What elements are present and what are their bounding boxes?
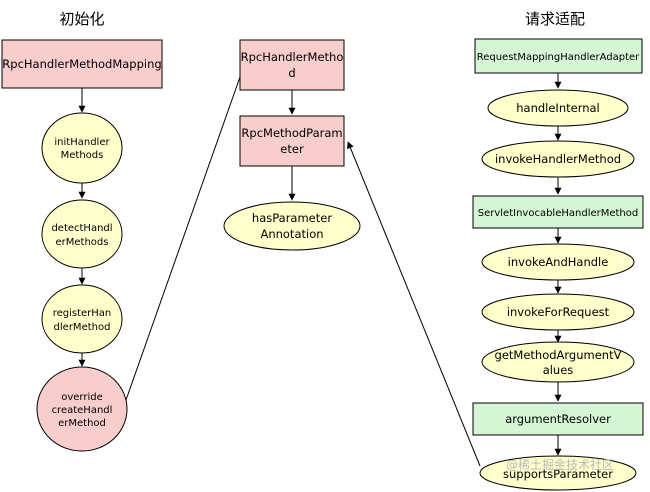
handle-internal-node: handleInternal (487, 89, 629, 127)
servlet-invocable-handler-method-node: ServletInvocableHandlerMethod (472, 195, 644, 229)
invoke-for-request-label: invokeForRequest (507, 305, 610, 319)
argument-resolver-node: argumentResolver (472, 402, 644, 436)
has-parameter-annotation-line-1: hasParameter (252, 211, 332, 225)
detect-handler-methods-node: detectHandl erMethods (41, 199, 123, 269)
override-line-2: createHandl (52, 405, 113, 416)
request-mapping-handler-adapter-node: RequestMappingHandlerAdapter (474, 38, 643, 74)
rpc-handler-method-mapping-label: RpcHandlerMethodMapping (2, 57, 161, 71)
get-method-argument-values-node: getMethodArgumentV alues (481, 341, 635, 383)
register-handler-method-node: registerHan dlerMethod (41, 284, 123, 354)
invoke-handler-method-label: invokeHandlerMethod (495, 152, 621, 166)
has-parameter-annotation-node: hasParameter Annotation (223, 201, 361, 251)
detect-handler-methods-line-1: detectHandl (51, 223, 112, 234)
init-heading: 初始化 (59, 10, 104, 28)
handle-internal-label: handleInternal (516, 101, 600, 115)
register-handler-method-line-2: dlerMethod (54, 322, 111, 333)
invoke-and-handle-node: invokeAndHandle (481, 243, 635, 281)
rpc-method-parameter-node: RpcMethodParam eter (239, 115, 345, 167)
init-handler-methods-node: initHandler Methods (41, 112, 123, 184)
invoke-and-handle-label: invokeAndHandle (508, 255, 609, 269)
rpc-handler-method-line-1: RpcHandlerMetho (241, 50, 344, 64)
override-line-3: erMethod (58, 418, 106, 429)
invoke-handler-method-node: invokeHandlerMethod (481, 140, 635, 178)
argument-resolver-label: argumentResolver (505, 412, 611, 426)
get-method-argument-values-line-2: alues (543, 363, 574, 377)
request-mapping-handler-adapter-label: RequestMappingHandlerAdapter (477, 52, 640, 63)
rpc-handler-method-line-2: d (288, 66, 295, 80)
invoke-for-request-node: invokeForRequest (481, 293, 635, 331)
rpc-method-parameter-line-1: RpcMethodParam (241, 126, 342, 140)
detect-handler-methods-line-2: erMethods (56, 237, 109, 248)
get-method-argument-values-line-1: getMethodArgumentV (495, 348, 622, 362)
override-line-1: override (61, 392, 103, 403)
init-handler-methods-line-1: initHandler (54, 137, 110, 148)
watermark: @稀土掘金技术社区 (506, 457, 614, 472)
rpc-method-parameter-line-2: eter (280, 142, 304, 156)
rpc-handler-method-node: RpcHandlerMetho d (239, 39, 345, 91)
rpc-handler-method-mapping-node: RpcHandlerMethodMapping (1, 39, 163, 89)
override-create-handler-method-node: override createHandl erMethod (36, 366, 128, 452)
init-handler-methods-line-2: Methods (61, 150, 104, 161)
register-handler-method-line-1: registerHan (53, 308, 112, 319)
servlet-invocable-handler-method-label: ServletInvocableHandlerMethod (478, 208, 639, 219)
arrow-supports-to-rpc-method-parameter (347, 141, 481, 467)
supports-parameter-node: supportsParameter (479, 455, 637, 491)
arrow-override-to-rpc-handler-method (125, 59, 248, 401)
request-heading: 请求适配 (525, 10, 585, 28)
has-parameter-annotation-line-2: Annotation (260, 227, 323, 241)
supports-parameter-label: supportsParameter (503, 467, 613, 481)
